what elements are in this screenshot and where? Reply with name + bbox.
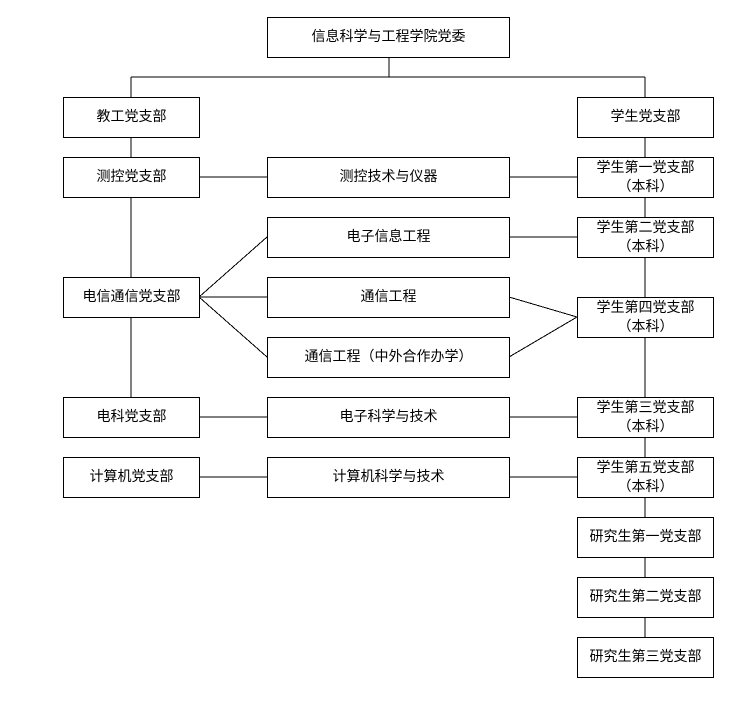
major-electronic-science-label: 电子科学与技术 (339, 409, 438, 425)
student-branch1-note: （本科） (617, 178, 674, 195)
major-measurement-box: 测控技术与仪器 (267, 157, 510, 198)
committee-box: 信息科学与工程学院党委 (267, 17, 510, 58)
grad-branch3-box: 研究生第三党支部 (577, 637, 714, 678)
student-branch3-note: （本科） (617, 418, 674, 435)
student-branch4-box: 学生第四党支部 （本科） (577, 297, 714, 338)
student-branch2-name: 学生第二党支部 (596, 219, 695, 236)
student-branch1-name: 学生第一党支部 (596, 159, 695, 176)
student-branch4-note: （本科） (617, 318, 674, 335)
telecom-branch-box: 电信通信党支部 (63, 277, 200, 318)
major-communication-box: 通信工程 (267, 277, 510, 318)
faculty-header-box: 教工党支部 (63, 97, 200, 138)
student-branch5-name: 学生第五党支部 (596, 459, 695, 476)
student-header-label: 学生党支部 (610, 109, 681, 125)
major-electronic-info-box: 电子信息工程 (267, 217, 510, 258)
student-branch1-box: 学生第一党支部 （本科） (577, 157, 714, 198)
grad-branch2-label: 研究生第二党支部 (589, 589, 702, 605)
major-computer-box: 计算机科学与技术 (267, 457, 510, 498)
grad-branch1-label: 研究生第一党支部 (589, 529, 702, 545)
grad-branch2-box: 研究生第二党支部 (577, 577, 714, 618)
electronic-science-branch-box: 电科党支部 (63, 397, 200, 438)
faculty-header-label: 教工党支部 (96, 109, 167, 125)
student-branch2-note: （本科） (617, 238, 674, 255)
measurement-branch-label: 测控党支部 (96, 169, 167, 185)
electronic-science-branch-label: 电科党支部 (96, 409, 167, 425)
grad-branch1-box: 研究生第一党支部 (577, 517, 714, 558)
major-communication-coop-box: 通信工程（中外合作办学） (267, 337, 510, 378)
student-branch2-box: 学生第二党支部 （本科） (577, 217, 714, 258)
connector-communication-coop-to-branch4 (508, 316, 578, 358)
major-electronic-science-box: 电子科学与技术 (267, 397, 510, 438)
major-measurement-label: 测控技术与仪器 (339, 169, 438, 185)
student-branch3-box: 学生第三党支部 （本科） (577, 397, 714, 438)
student-branch3-name: 学生第三党支部 (596, 399, 695, 416)
major-electronic-info-label: 电子信息工程 (346, 229, 431, 245)
major-communication-label: 通信工程 (360, 289, 417, 305)
telecom-branch-label: 电信通信党支部 (82, 289, 181, 305)
student-branch5-box: 学生第五党支部 （本科） (577, 457, 714, 498)
student-branch4-name: 学生第四党支部 (596, 299, 695, 316)
computer-branch-label: 计算机党支部 (89, 469, 174, 485)
connector-telecom-to-electronic-info (198, 236, 268, 298)
committee-label: 信息科学与工程学院党委 (311, 29, 466, 45)
connector-telecom-to-communication-coop (198, 296, 268, 358)
grad-branch3-label: 研究生第三党支部 (589, 649, 702, 665)
student-header-box: 学生党支部 (577, 97, 714, 138)
connector-communication-to-branch4 (508, 296, 578, 318)
student-branch5-note: （本科） (617, 478, 674, 495)
computer-branch-box: 计算机党支部 (63, 457, 200, 498)
measurement-branch-box: 测控党支部 (63, 157, 200, 198)
major-computer-label: 计算机科学与技术 (332, 469, 445, 485)
major-communication-coop-label: 通信工程（中外合作办学） (304, 349, 473, 365)
